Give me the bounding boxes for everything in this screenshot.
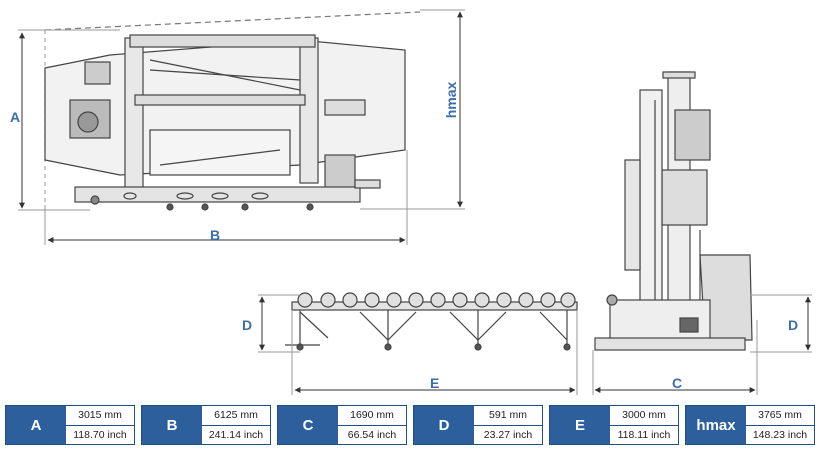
spec-letter: D	[414, 406, 474, 444]
spec-inch: 118.70 inch	[73, 428, 127, 441]
spec-letter: B	[142, 406, 202, 444]
dimension-a	[18, 29, 120, 211]
spec-cell-e: E 3000 mm 118.11 inch	[549, 405, 679, 445]
dimension-label-c: C	[672, 375, 682, 391]
dimension-d-left	[258, 294, 300, 353]
spec-mm: 6125 mm	[202, 406, 270, 426]
side-view-machine	[594, 71, 753, 351]
dimension-hmax	[360, 9, 465, 210]
dimension-label-b: B	[210, 227, 220, 243]
spec-inch: 241.14 inch	[208, 428, 264, 441]
spec-mm: 3000 mm	[610, 406, 678, 426]
spec-mm: 3765 mm	[746, 406, 814, 426]
spec-inch: 118.11 inch	[617, 428, 671, 441]
dimension-label-hmax: hmax	[443, 82, 459, 119]
dimension-label-a: A	[10, 109, 20, 125]
spec-mm: 1690 mm	[338, 406, 406, 426]
spec-cell-b: B 6125 mm 241.14 inch	[141, 405, 271, 445]
dimension-label-d-right: D	[788, 317, 798, 333]
dimension-b	[44, 150, 408, 245]
spec-letter: E	[550, 406, 610, 444]
spec-table: A 3015 mm 118.70 inch B 6125 mm 241.14 i…	[0, 405, 821, 445]
dimension-c	[592, 320, 758, 395]
spec-cell-c: C 1690 mm 66.54 inch	[277, 405, 407, 445]
spec-letter: C	[278, 406, 338, 444]
spec-letter: hmax	[686, 406, 746, 444]
spec-inch: 148.23 inch	[752, 428, 808, 441]
machine-drawing: A B hmax	[10, 9, 812, 395]
dimension-label-d-left: D	[242, 317, 252, 333]
dimension-e	[291, 310, 578, 395]
dimension-d-right	[750, 294, 812, 353]
spec-letter: A	[6, 406, 66, 444]
spec-inch: 66.54 inch	[347, 428, 397, 441]
spec-cell-hmax: hmax 3765 mm 148.23 inch	[685, 405, 815, 445]
spec-mm: 3015 mm	[66, 406, 134, 426]
front-view-machine	[44, 11, 421, 211]
roller-conveyor	[285, 292, 578, 351]
spec-inch: 23.27 inch	[483, 428, 533, 441]
spec-cell-a: A 3015 mm 118.70 inch	[5, 405, 135, 445]
spec-mm: 591 mm	[474, 406, 542, 426]
spec-cell-d: D 591 mm 23.27 inch	[413, 405, 543, 445]
dimension-label-e: E	[430, 375, 439, 391]
